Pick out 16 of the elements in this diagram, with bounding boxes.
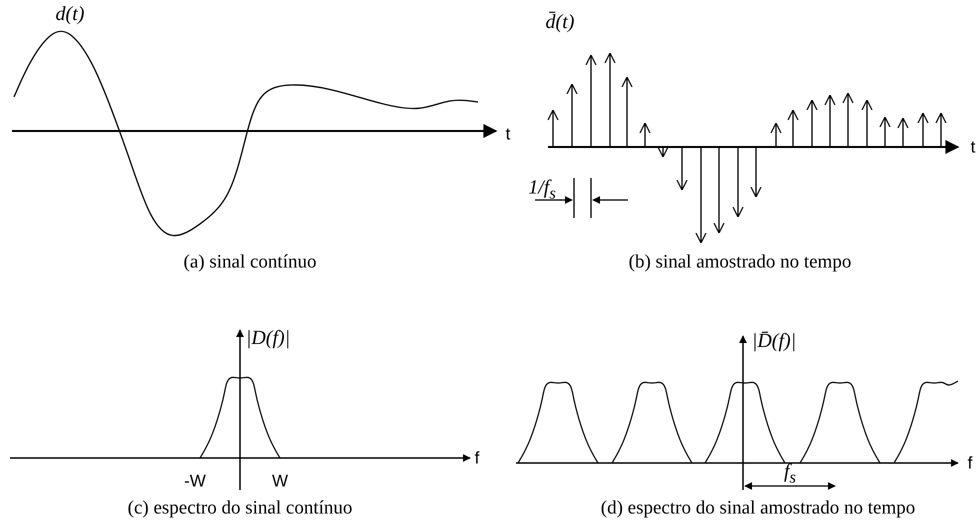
caption: (d) espectro do sinal amostrado no tempo (600, 498, 916, 518)
function-label: d(t) (56, 4, 84, 24)
dimension-label: f$_{s}$ (784, 462, 796, 486)
axis-label: t (506, 126, 510, 142)
axis-label: W (272, 472, 288, 490)
axis-label: f (968, 454, 972, 472)
caption: (a) sinal contínuo (184, 252, 316, 272)
axis-label: -W (184, 472, 206, 490)
axis-label: t (970, 138, 976, 156)
period-label: 1/f$_{s}$ (528, 178, 556, 202)
caption: (b) sinal amostrado no tempo (628, 252, 852, 272)
function-label: d̄(t) (546, 12, 574, 32)
axis-label: f (474, 450, 480, 466)
magnitude-label: |D̄(f)| (752, 331, 796, 351)
caption: (c) espectro do sinal contínuo (128, 498, 352, 518)
magnitude-label: |D(f)| (246, 328, 290, 348)
